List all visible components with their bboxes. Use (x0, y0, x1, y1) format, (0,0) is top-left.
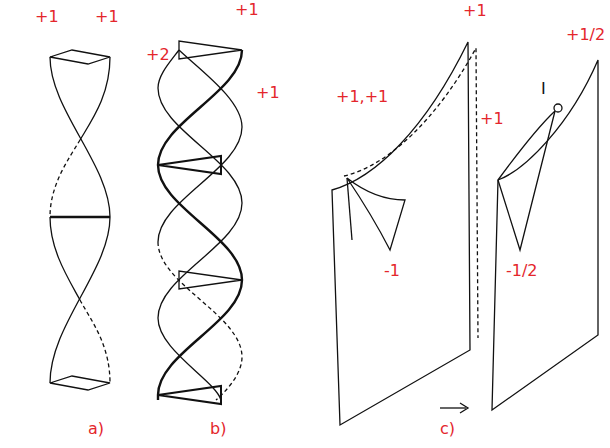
panel-label: a) (88, 420, 104, 438)
label-holder: -1 (384, 262, 400, 280)
sheet-singular (492, 60, 598, 410)
charge-label: +1,+1 (336, 88, 388, 106)
charge-label: +1 (463, 2, 487, 20)
twisted-ribbon (50, 50, 110, 390)
charge-label: +1 (256, 84, 280, 102)
label-holder: +2 (146, 46, 170, 64)
label-holder: +1,+1 (336, 88, 388, 106)
label-holder: a) (88, 420, 104, 438)
charge-label: -1/2 (506, 262, 538, 280)
charge-label: +1 (35, 8, 59, 26)
charge-label: +1 (235, 1, 259, 19)
label-holder: +1 (35, 8, 59, 26)
charge-label: +2 (146, 46, 170, 64)
charge-label: +1/2 (566, 26, 605, 44)
label-holder: +1/2 (566, 26, 605, 44)
label-holder: +1 (95, 8, 119, 26)
point-label: I (541, 80, 546, 98)
label-holder: +1 (256, 84, 280, 102)
label-holder: I (541, 80, 546, 98)
charge-label: -1 (384, 262, 400, 280)
label-holder: +1 (463, 2, 487, 20)
panel-label: b) (210, 420, 226, 438)
sheet-pair (332, 42, 478, 425)
label-holder: c) (440, 420, 455, 438)
charge-label: +1 (480, 110, 504, 128)
charge-label: +1 (95, 8, 119, 26)
label-holder: +1 (480, 110, 504, 128)
label-holder: b) (210, 420, 226, 438)
panel-label: c) (440, 420, 455, 438)
label-holder: +1 (235, 1, 259, 19)
label-holder: -1/2 (506, 262, 538, 280)
twisted-prism (158, 41, 242, 404)
